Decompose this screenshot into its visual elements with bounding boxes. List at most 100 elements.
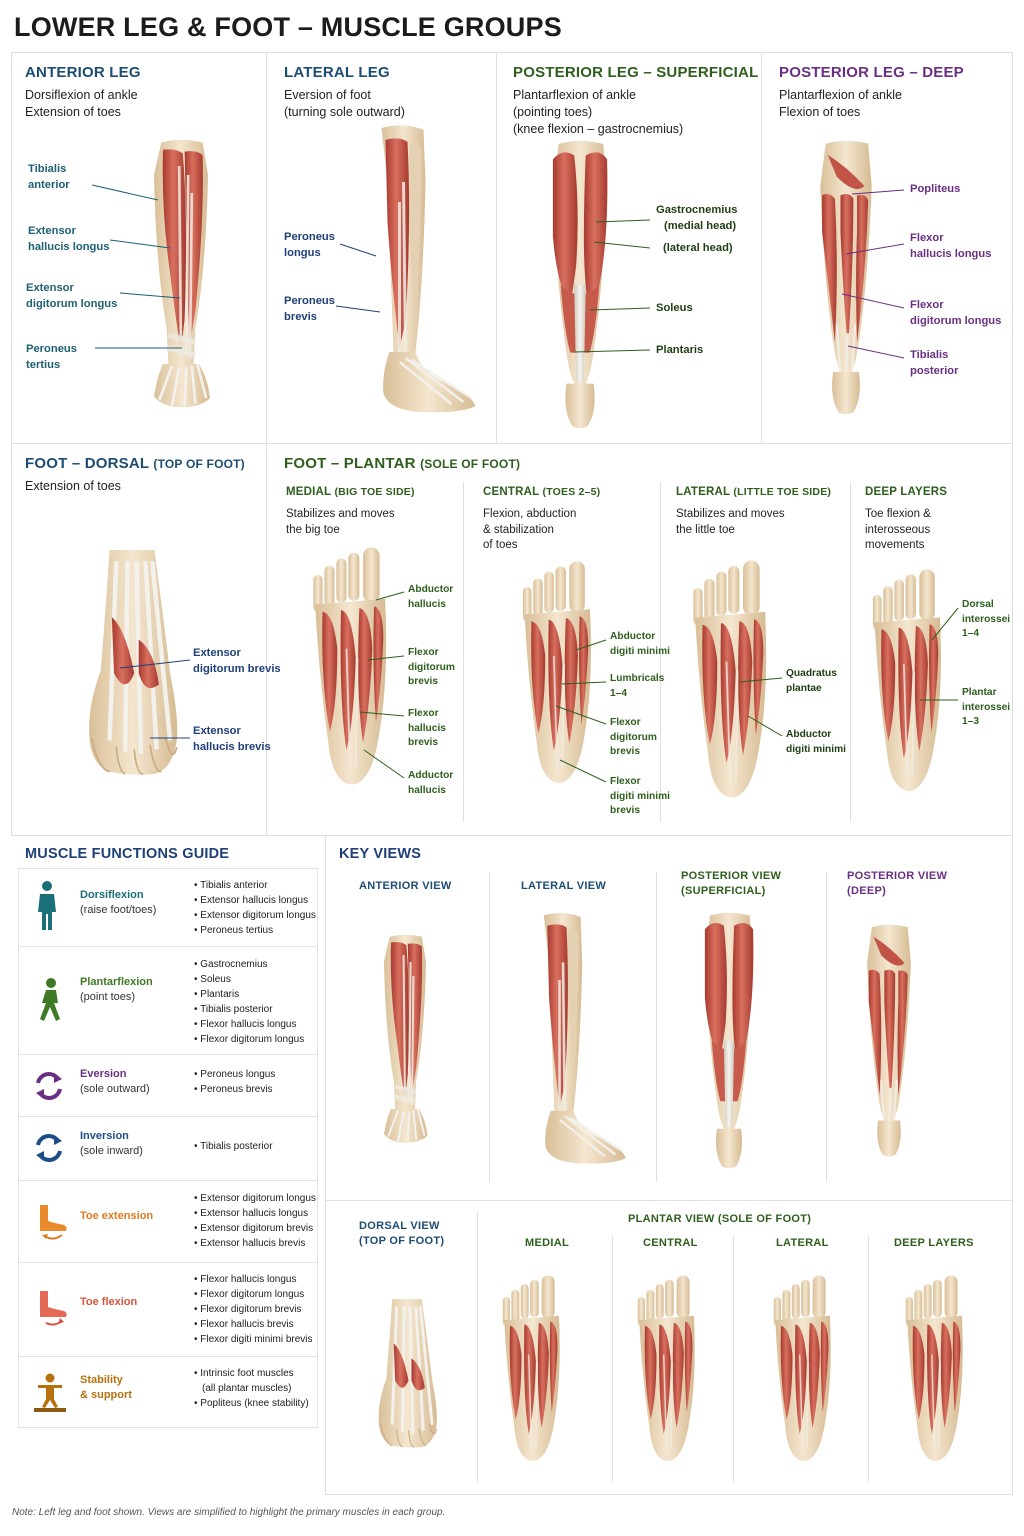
key-view-posterior-deep: POSTERIOR VIEW(DEEP): [847, 870, 948, 897]
key-plantar-central-illustration: [636, 1274, 696, 1463]
guide-name: Stability: [80, 1374, 123, 1386]
label-popliteus: Popliteus: [910, 183, 961, 195]
guide-name: Inversion: [80, 1130, 129, 1142]
posterior-deep-heading: POSTERIOR LEG – DEEP: [779, 64, 964, 81]
lateral-leader-lines: [335, 243, 381, 313]
key-views-frame: [325, 835, 1013, 1495]
lateral-sole-heading: LATERAL (LITTLE TOE SIDE): [676, 486, 832, 498]
anterior-leader-lines: [91, 184, 182, 349]
guide-name: Toe flexion: [80, 1296, 138, 1308]
posterior-deep-leader-lines: [841, 189, 905, 359]
walking-person-icon: [40, 978, 60, 1021]
guide-row-plantarflexion: Plantarflexion(point toes) Gastrocnemius…: [18, 946, 318, 1054]
dorsal-foot-desc: Extension of toes: [25, 479, 121, 493]
divider: [761, 52, 762, 444]
key-view-plantar-lateral: LATERAL: [776, 1237, 829, 1249]
dorsal-foot-heading: FOOT – DORSAL (TOP OF FOOT): [25, 455, 245, 472]
divider: [733, 1236, 734, 1482]
guide-row-stability: Stability& support Intrinsic foot muscle…: [18, 1356, 318, 1428]
footnote: Note: Left leg and foot shown. Views are…: [12, 1507, 446, 1518]
key-views-heading: KEY VIEWS: [339, 846, 422, 862]
key-dorsal-illustration: [370, 1268, 444, 1478]
lateral-leg-desc: Eversion of foot(turning sole outward): [284, 88, 405, 119]
key-lateral-illustration: [542, 911, 628, 1166]
divider: [612, 1236, 613, 1482]
key-view-plantar-heading: PLANTAR VIEW (SOLE OF FOOT): [628, 1213, 812, 1225]
guide-row-dorsiflexion: Dorsiflexion(raise foot/toes) Tibialis a…: [18, 868, 318, 946]
guide-name: Dorsiflexion: [80, 889, 144, 901]
key-view-dorsal: DORSAL VIEW(TOP OF FOOT): [359, 1220, 445, 1247]
standing-person-icon: [38, 881, 56, 930]
guide-name: Plantarflexion: [80, 976, 153, 988]
rotate-arrows-icon: [36, 1072, 62, 1100]
guide-list: Tibialis posterior: [194, 1139, 272, 1154]
rotate-arrows-icon: [36, 1134, 62, 1162]
key-view-lateral: LATERAL VIEW: [521, 880, 607, 892]
page-title: LOWER LEG & FOOT – MUSCLE GROUPS: [14, 12, 562, 42]
anterior-leg-heading: ANTERIOR LEG: [25, 64, 141, 81]
guide-row-toe-flexion: Toe flexion Flexor hallucis longusFlexor…: [18, 1262, 318, 1356]
divider: [660, 482, 661, 822]
key-anterior-illustration: [370, 910, 440, 1168]
divider: [850, 482, 851, 822]
divider: [489, 872, 490, 1182]
guide-name: Toe extension: [80, 1210, 154, 1222]
guide-table: [18, 868, 318, 1428]
key-plantar-deep-illustration: [904, 1274, 964, 1463]
posterior-superficial-desc: Plantarflexion of ankle(pointing toes)(k…: [513, 88, 684, 136]
divider: [826, 872, 827, 1182]
divider: [266, 52, 267, 836]
divider: [477, 1212, 478, 1482]
central-heading: CENTRAL (TOES 2–5): [483, 486, 601, 498]
divider: [656, 872, 657, 1182]
label-soleus: Soleus: [656, 302, 693, 314]
guide-list: GastrocnemiusSoleusPlantarisTibialis pos…: [194, 957, 304, 1047]
label-gastrocnemius-lateral-head: (lateral head): [663, 242, 733, 254]
key-view-plantar-medial: MEDIAL: [525, 1237, 569, 1249]
guide-row-toe-extension: Toe extension Extensor digitorum longusE…: [18, 1180, 318, 1262]
divider: [325, 1200, 1013, 1201]
posterior-superficial-leader-lines: [573, 219, 651, 353]
lateral-leg-heading: LATERAL LEG: [284, 64, 390, 81]
guide-name: Eversion: [80, 1068, 127, 1080]
guide-list: Intrinsic foot muscles(all plantar muscl…: [194, 1366, 308, 1411]
guide-row-inversion: Inversion(sole inward) Tibialis posterio…: [18, 1116, 318, 1180]
foot-up-icon: [40, 1205, 67, 1240]
deep-layers-heading: DEEP LAYERS: [865, 486, 948, 498]
foot-down-icon: [40, 1291, 67, 1326]
plantar-leader-lines: [359, 591, 959, 783]
balance-person-icon: [34, 1373, 66, 1412]
key-plantar-lateral-illustration: [772, 1274, 832, 1463]
key-view-plantar-deep: DEEP LAYERS: [894, 1237, 974, 1249]
label-gastrocnemius: Gastrocnemius(medial head): [656, 204, 738, 232]
divider: [868, 1236, 869, 1482]
dorsal-leader-lines: [119, 659, 191, 739]
